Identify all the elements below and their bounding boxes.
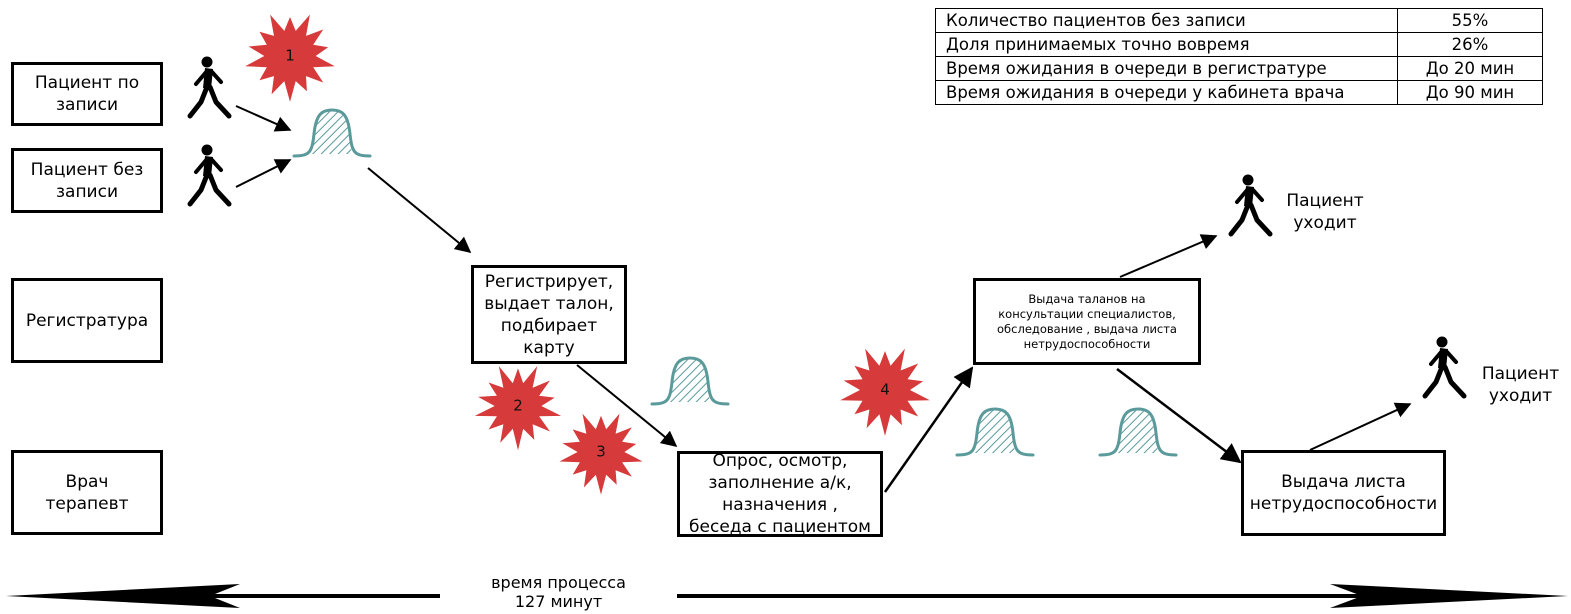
arrow-sick-leave-to-exit: [1309, 402, 1412, 451]
lane-scheduled-label: Пациент по записи: [34, 73, 140, 115]
arrow-unscheduled-to-queue: [235, 159, 292, 188]
stats-value: 26%: [1397, 32, 1543, 57]
person-icon-exit-2: [1425, 337, 1464, 397]
lane-unscheduled-label: Пациент без записи: [30, 159, 144, 202]
person-icon-exit-1: [1231, 175, 1270, 235]
burst-star-icon: [245, 14, 335, 102]
stats-row: Время ожидания в очереди у кабинета врач…: [935, 80, 1543, 105]
step-sick-leave: Выдача листа нетрудоспособности: [1241, 450, 1446, 536]
burst-star-icon: [474, 366, 562, 451]
problem-number: 4: [880, 381, 890, 399]
step-referrals-label: Выдача таланов на консультации специалис…: [997, 291, 1177, 351]
step-sick-leave-label: Выдача листа нетрудоспособности: [1249, 472, 1438, 514]
stats-label: Количество пациентов без записи: [935, 8, 1398, 33]
lane-doctor-label: Врач терапевт: [45, 471, 129, 514]
exit-label-1: Пациент уходит: [1286, 191, 1364, 233]
arrow-exam-to-referrals: [883, 366, 974, 493]
lane-unscheduled-patient: Пациент без записи: [11, 148, 163, 213]
step-exam-label: Опрос, осмотр, заполнение а/к, назначени…: [689, 451, 871, 537]
queue-icon-after-registry: [650, 356, 730, 406]
step-register: Регистрирует, выдает талон, подбирает ка…: [471, 265, 627, 364]
stats-value: До 90 мин: [1397, 80, 1543, 105]
problem-number: 3: [596, 443, 606, 461]
arrow-referrals-to-sick-leave: [1116, 368, 1242, 464]
exit-label-2: Пациент уходит: [1481, 364, 1560, 406]
lane-doctor: Врач терапевт: [11, 450, 163, 535]
problem-star-4: 4: [840, 348, 930, 436]
stats-value: До 20 мин: [1397, 56, 1543, 81]
lane-registry-label: Регистратура: [25, 310, 149, 331]
stats-label: Время ожидания в очереди в регистратуре: [935, 56, 1398, 81]
burst-star-icon: [840, 348, 930, 436]
timeline-label: время процесса 127 минут: [491, 573, 626, 611]
burst-star-icon: [559, 413, 643, 495]
person-icon-scheduled: [190, 57, 229, 117]
problem-star-1: 1: [245, 14, 335, 102]
stats-label: Доля принимаемых точно вовремя: [935, 32, 1398, 57]
arrow-registry-to-exam: [576, 364, 678, 448]
problem-number: 2: [513, 397, 523, 415]
arrow-scheduled-to-queue: [235, 105, 292, 132]
lane-scheduled-patient: Пациент по записи: [11, 62, 163, 126]
step-register-label: Регистрирует, выдает талон, подбирает ка…: [484, 271, 614, 358]
stats-label: Время ожидания в очереди у кабинета врач…: [935, 80, 1398, 105]
step-referrals: Выдача таланов на консультации специалис…: [973, 278, 1201, 365]
step-exam: Опрос, осмотр, заполнение а/к, назначени…: [677, 451, 883, 537]
problem-number: 1: [285, 47, 295, 65]
arrow-queue-to-registry: [367, 167, 472, 254]
person-icon-unscheduled: [190, 145, 229, 205]
lane-registry: Регистратура: [11, 278, 163, 363]
stats-value: 55%: [1397, 8, 1543, 33]
queue-icon-after-exam: [955, 407, 1035, 457]
timeline-arrow: [6, 584, 1568, 608]
queue-icon-after-referrals: [1098, 407, 1178, 457]
problem-star-3: 3: [559, 413, 643, 495]
problem-star-2: 2: [474, 366, 562, 451]
queue-icon-entry: [292, 108, 372, 158]
arrow-referrals-to-exit: [1119, 234, 1218, 278]
